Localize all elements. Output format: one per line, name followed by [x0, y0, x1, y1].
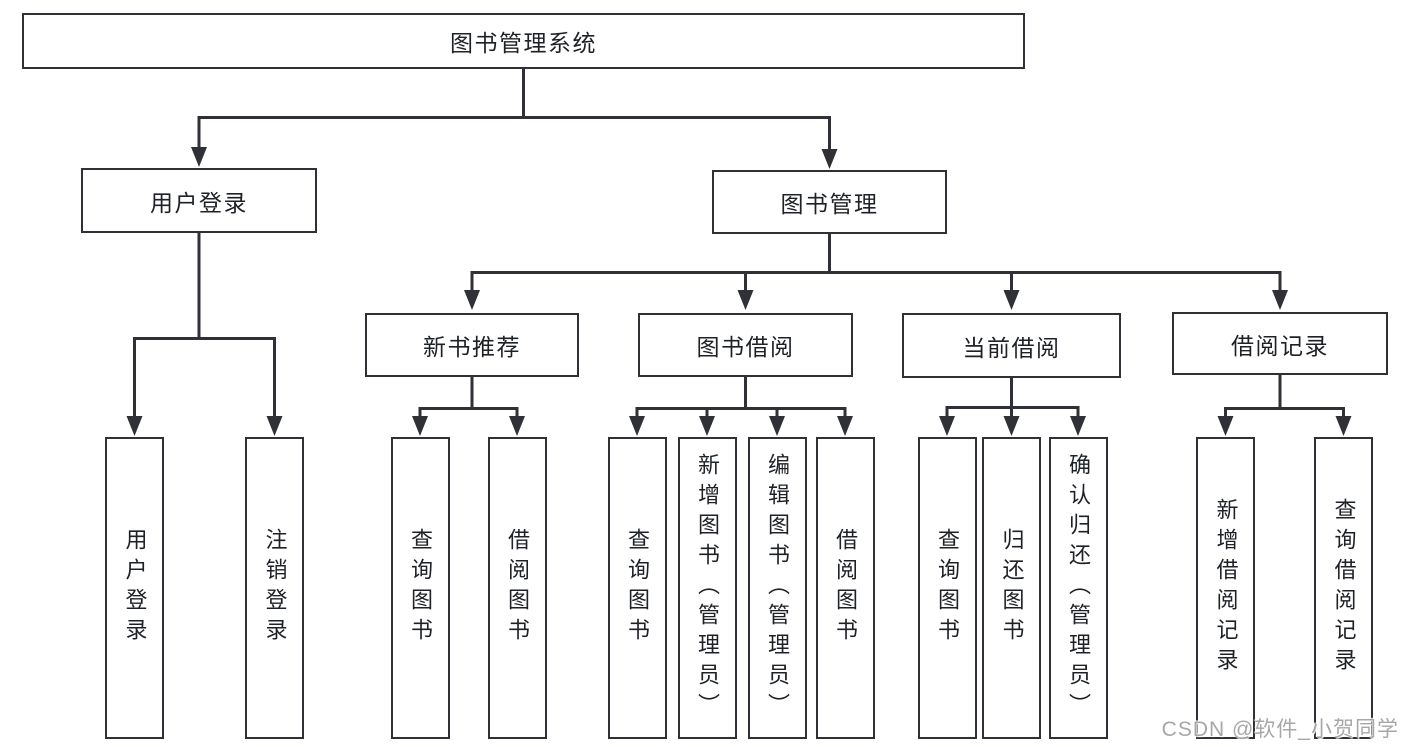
arrowhead	[629, 416, 645, 436]
node-borrowing-records: 借阅记录	[1172, 312, 1388, 375]
node-book-borrowing: 图书借阅	[638, 313, 853, 377]
connector-recommend-elbow	[418, 407, 519, 420]
node-label: 借阅记录	[1231, 332, 1329, 359]
node-label: 当前借阅	[962, 334, 1061, 361]
connector-bookmgmt-elbow	[470, 271, 1282, 294]
node-label: 编辑图书（管理员）	[765, 453, 790, 723]
node-user-login: 用户登录	[81, 168, 317, 233]
node-label: 借阅图书	[505, 528, 530, 648]
node-label: 新增图书（管理员）	[695, 453, 720, 723]
node-label: 查询借阅记录	[1331, 498, 1357, 678]
node-new-book-recommend: 新书推荐	[365, 313, 579, 377]
arrowhead	[699, 416, 715, 436]
node-label: 用户登录	[122, 528, 148, 648]
node-label: 确认归还（管理员）	[1066, 453, 1091, 723]
arrowhead	[837, 416, 853, 436]
arrowhead	[821, 149, 838, 169]
node-label: 查询图书	[625, 528, 650, 648]
node-leaf-search-borrow-record: 查询借阅记录	[1314, 437, 1373, 739]
node-label: 借阅图书	[833, 528, 858, 648]
arrowhead	[939, 416, 955, 436]
connector-records-elbow	[1224, 407, 1345, 420]
arrowhead	[1217, 416, 1234, 436]
node-leaf-confirm-return-admin: 确认归还（管理员）	[1048, 437, 1108, 739]
arrowhead	[769, 416, 785, 436]
node-leaf-return-books: 归还图书	[982, 437, 1041, 739]
node-label: 用户登录	[150, 189, 248, 216]
arrowhead	[126, 416, 143, 436]
arrowhead	[1335, 416, 1352, 436]
node-label: 查询图书	[408, 528, 433, 648]
node-label: 注销登录	[262, 528, 288, 648]
node-leaf-add-books-admin: 新增图书（管理员）	[677, 437, 737, 739]
arrowhead	[737, 290, 754, 310]
node-leaf-edit-books-admin: 编辑图书（管理员）	[747, 437, 807, 739]
node-label: 新增借阅记录	[1213, 498, 1239, 678]
arrowhead	[412, 416, 428, 436]
node-root: 图书管理系统	[22, 13, 1025, 69]
arrowhead	[191, 147, 207, 167]
node-label: 查询图书	[935, 528, 960, 648]
node-leaf-user-login: 用户登录	[105, 437, 164, 739]
csdn-watermark: CSDN @软件_小贺同学	[1161, 718, 1399, 741]
arrowhead	[509, 416, 525, 436]
connector-userlogin-elbow	[133, 337, 276, 420]
arrowhead	[266, 416, 283, 436]
connector-borrowing-elbow	[635, 407, 847, 420]
arrowhead	[464, 290, 480, 310]
arrowhead	[1272, 290, 1288, 310]
node-leaf-logout: 注销登录	[245, 437, 304, 739]
node-book-management: 图书管理	[712, 170, 947, 234]
node-leaf-search-books-current: 查询图书	[917, 437, 977, 739]
node-label: 图书管理系统	[450, 30, 597, 56]
node-label: 图书管理	[780, 191, 879, 217]
connector-current-elbow	[945, 406, 1080, 420]
node-leaf-search-books-recommend: 查询图书	[390, 437, 450, 739]
node-leaf-add-borrow-record: 新增借阅记录	[1196, 437, 1255, 739]
node-leaf-borrow-books-recommend: 借阅图书	[487, 437, 547, 739]
arrowhead	[1070, 416, 1086, 436]
node-current-borrowing: 当前借阅	[902, 313, 1121, 378]
arrowhead	[1003, 416, 1020, 436]
node-leaf-search-books-borrowing: 查询图书	[607, 437, 667, 739]
node-leaf-borrow-books-borrowing: 借阅图书	[815, 437, 875, 739]
node-label: 新书推荐	[423, 334, 521, 360]
node-label: 图书借阅	[696, 334, 795, 360]
connector-root-elbow	[197, 116, 831, 153]
node-label: 归还图书	[999, 528, 1025, 648]
arrowhead	[1003, 290, 1020, 310]
